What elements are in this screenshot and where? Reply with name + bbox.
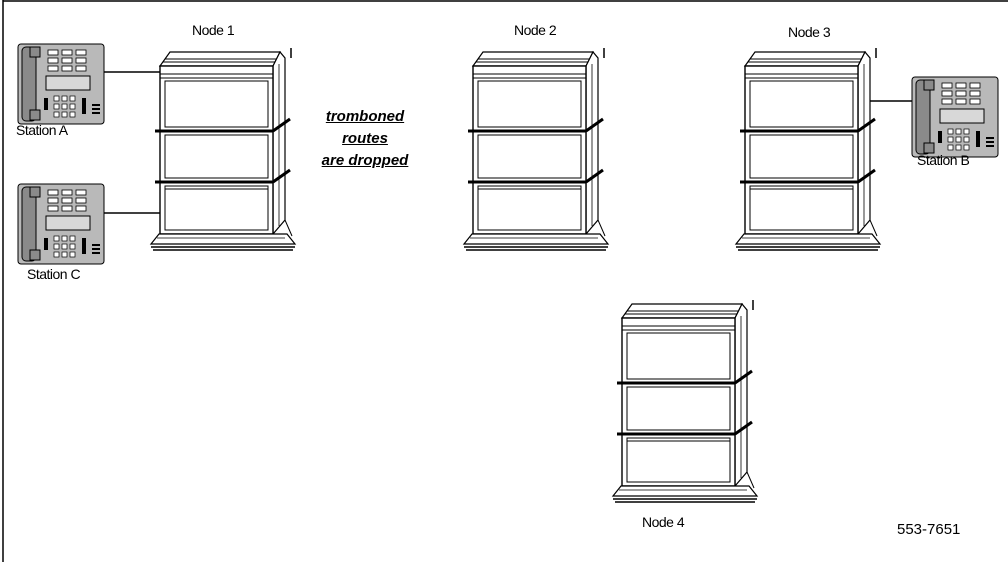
node2-label: Node 2: [514, 22, 557, 38]
figure-id: 553-7651: [897, 521, 961, 538]
station-c-label: Station C: [27, 266, 81, 282]
note-line-2: routes: [342, 130, 388, 147]
node1-label: Node 1: [192, 22, 235, 38]
tromboned-routes-note: tromboned routes are dropped: [290, 106, 440, 172]
note-line-1: tromboned: [325, 108, 405, 125]
note-line-3: are dropped: [321, 152, 409, 169]
node2-cabinet: [462, 46, 610, 252]
node4-cabinet: [611, 298, 759, 504]
station-b-label: Station B: [917, 152, 970, 168]
node3-label: Node 3: [788, 24, 831, 40]
node1-cabinet: [149, 46, 297, 252]
node3-cabinet: [734, 46, 882, 252]
station-a-phone-icon: [17, 43, 105, 125]
station-c-phone-icon: [17, 183, 105, 265]
station-a-label: Station A: [16, 122, 68, 138]
node4-label: Node 4: [642, 514, 685, 530]
station-b-phone-icon: [911, 76, 999, 158]
